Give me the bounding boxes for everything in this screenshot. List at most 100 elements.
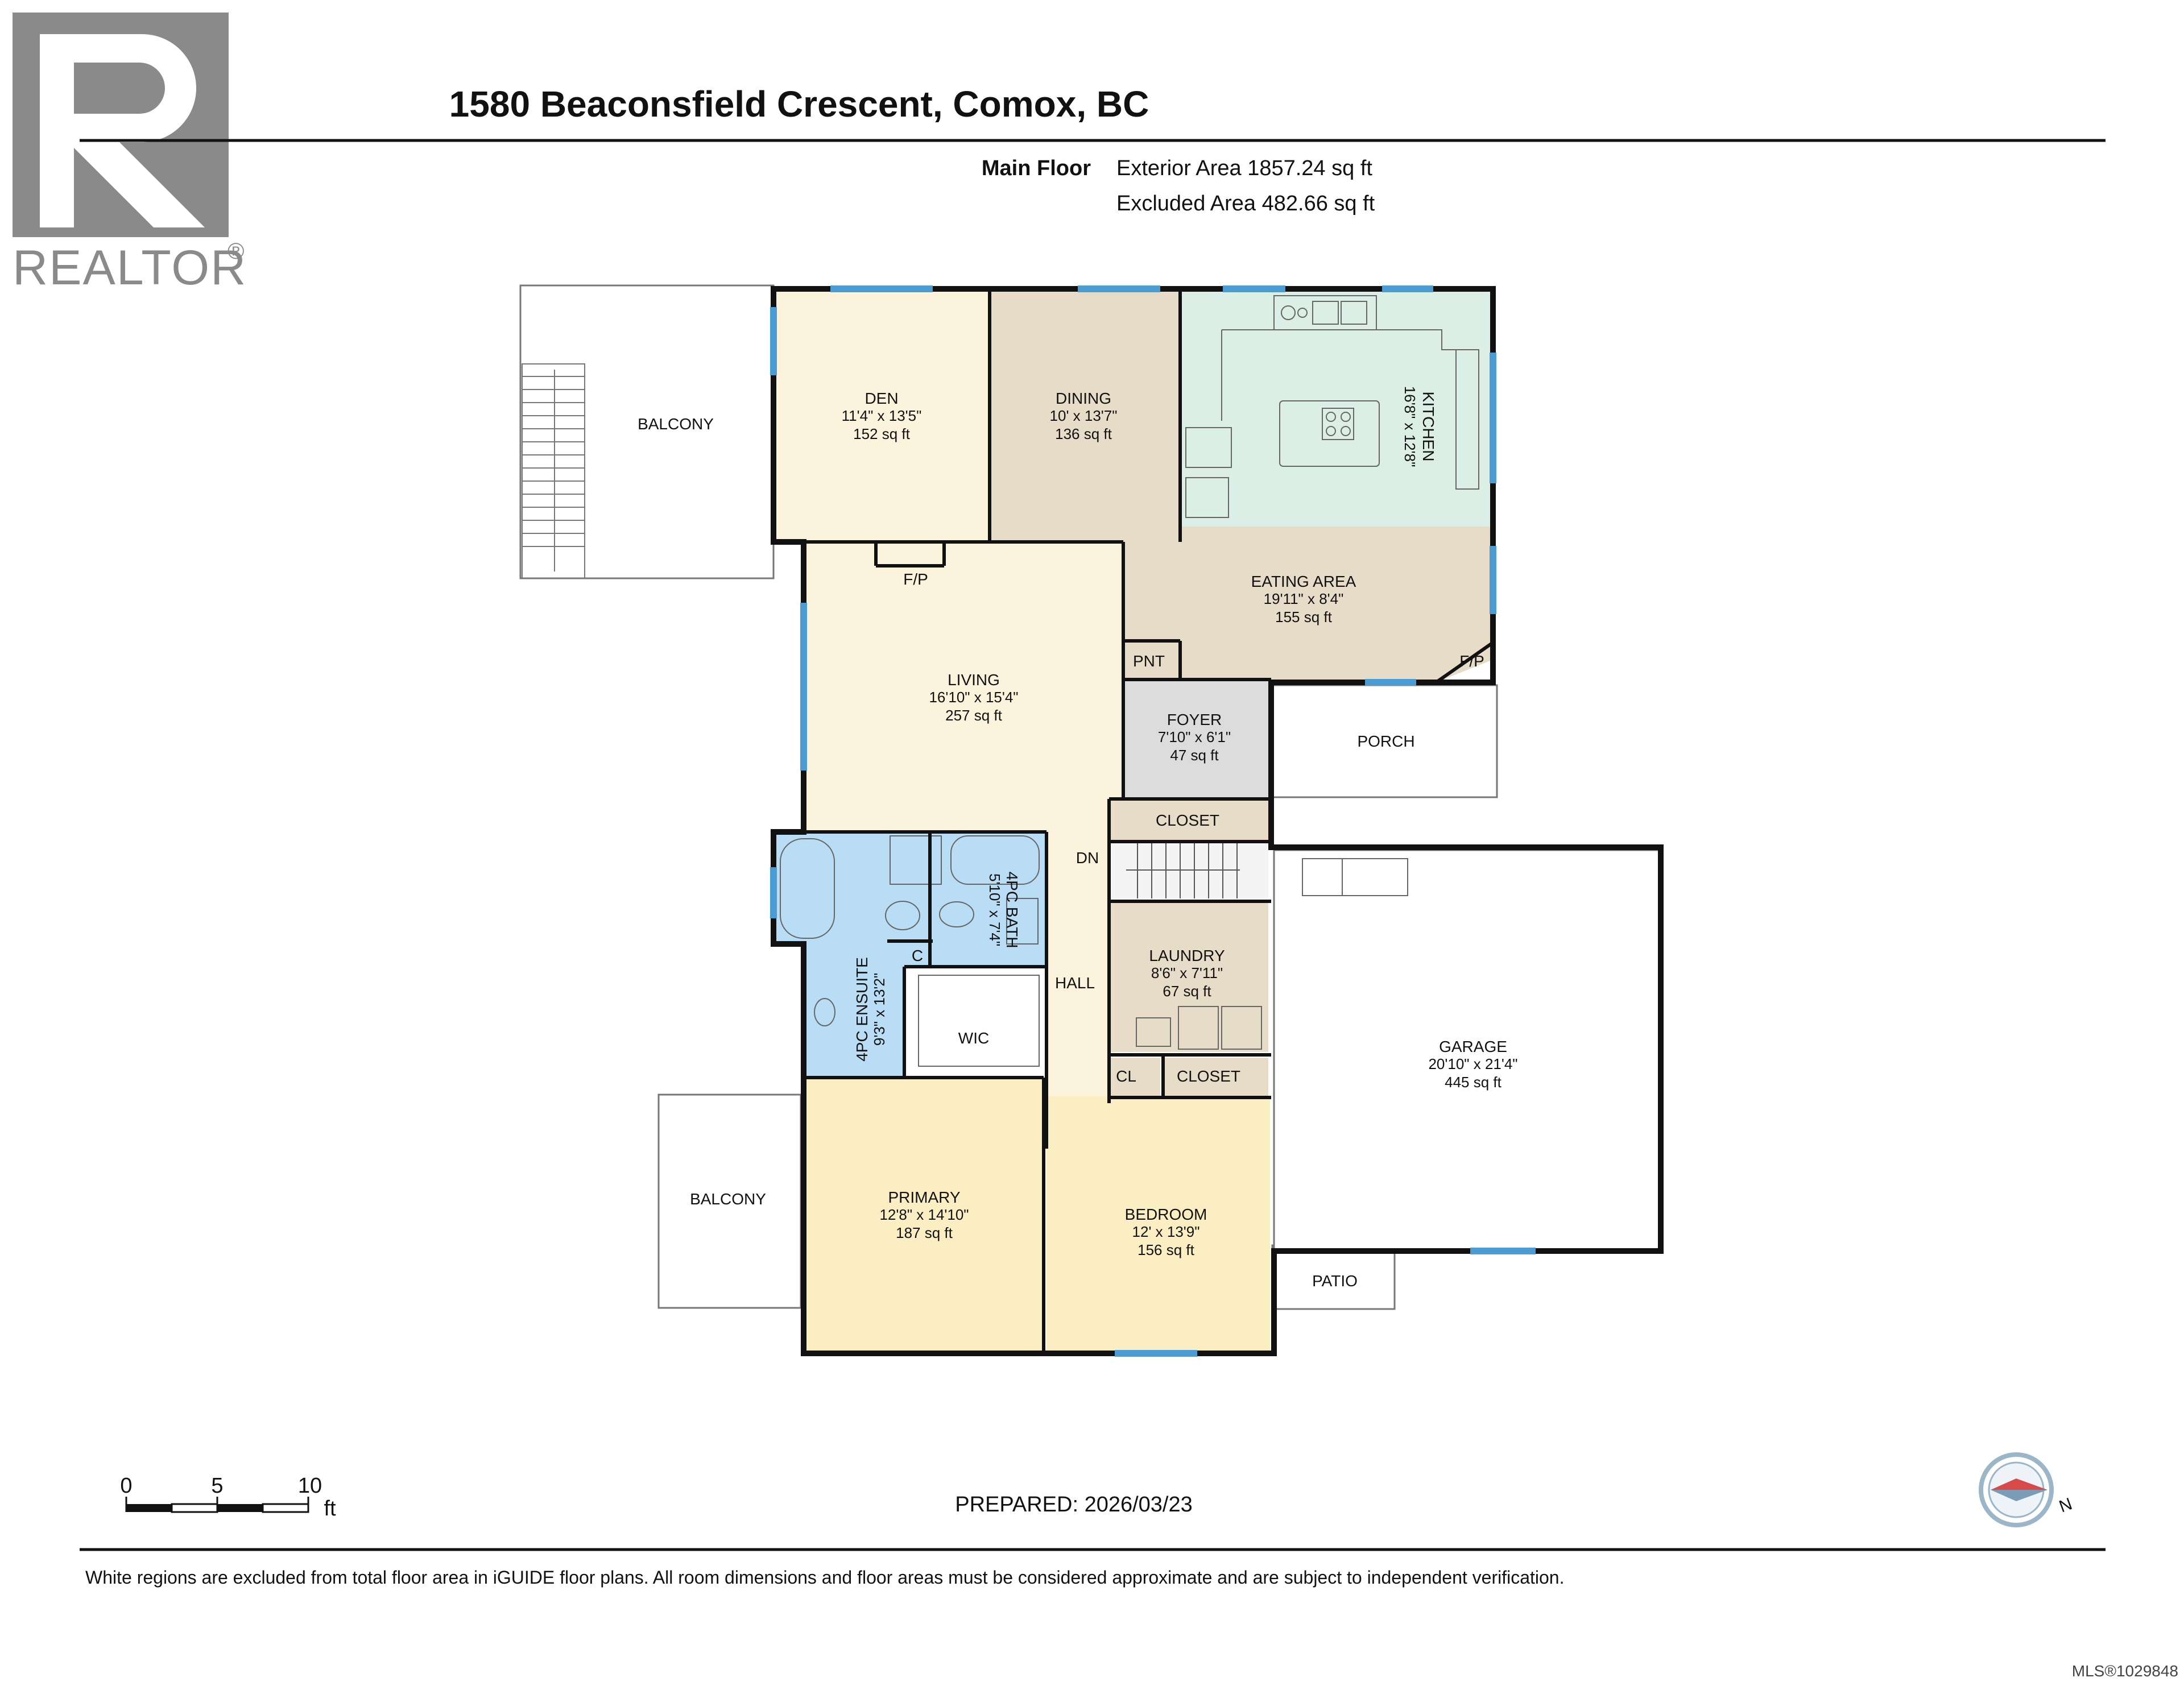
- bath-dims: 5'10" x 7'4": [986, 873, 1003, 946]
- floor-label: Main Floor: [982, 156, 1091, 180]
- bedroom-name: BEDROOM: [1125, 1206, 1207, 1223]
- bath-tub-icon: [950, 835, 1040, 885]
- bath-toilet-icon: [939, 901, 974, 927]
- primary-fill: [804, 1078, 1044, 1353]
- garage-freezer-icon: [1342, 858, 1408, 896]
- laundry-fill: [1109, 901, 1268, 1052]
- dining-fill: [990, 289, 1180, 542]
- primary-name: PRIMARY: [888, 1188, 960, 1206]
- garage-name: GARAGE: [1439, 1038, 1507, 1055]
- ensuite-shower-icon: [890, 835, 942, 885]
- windows: [770, 285, 1536, 1357]
- garage-area: [1273, 849, 1662, 1252]
- den-area: 152 sq ft: [853, 425, 911, 442]
- mls-number: MLS®1029848: [2072, 1662, 2178, 1680]
- balcony-top-label: BALCONY: [638, 415, 714, 433]
- balcony-bottom-area: [657, 1093, 802, 1309]
- ensuite-sink-icon: [814, 998, 835, 1026]
- living-name: LIVING: [948, 671, 1000, 689]
- wic-fill: [904, 968, 1046, 1078]
- wic-shelves: [918, 975, 1040, 1067]
- dining-area: 136 sq ft: [1055, 425, 1112, 442]
- cooktop-icon: [1322, 408, 1354, 440]
- ensuite-name: 4PC ENSUITE: [853, 957, 871, 1062]
- bath-name: 4PC BATH: [1003, 872, 1021, 948]
- fp-eating-label: F/P: [1459, 652, 1484, 670]
- laundry-sink-icon: [1136, 1017, 1171, 1047]
- scale-unit: ft: [324, 1497, 336, 1521]
- living-fill: [804, 542, 1123, 832]
- kitchen-counter: [1221, 329, 1479, 490]
- foyer-fill: [1123, 680, 1271, 799]
- garage-dims: 20'10" x 21'4": [1428, 1055, 1517, 1072]
- kitchen-name: KITCHEN: [1420, 392, 1437, 462]
- foyer-name: FOYER: [1167, 711, 1222, 728]
- kitchen-dims: 16'8" x 12'8": [1401, 386, 1418, 467]
- closet-foyer-fill: [1109, 799, 1268, 842]
- compass-north-label: N: [2057, 1494, 2075, 1516]
- eating-fill: [1123, 527, 1493, 682]
- closet-bedroom-label: CLOSET: [1177, 1067, 1240, 1085]
- hall-label: HALL: [1055, 974, 1095, 992]
- interior-staircase: [1126, 842, 1240, 898]
- bedroom-dims: 12' x 13'9": [1132, 1223, 1200, 1240]
- fridge-icon: [1185, 427, 1232, 468]
- den-fill: [774, 289, 990, 542]
- closet-foyer-label: CLOSET: [1156, 811, 1219, 829]
- pantry-label: PNT: [1133, 652, 1165, 670]
- room-labels: DEN 11'4" x 13'5" 152 sq ft DINING 10' x…: [638, 386, 1517, 1290]
- scale-bar: 0 5 10 ft: [120, 1474, 336, 1521]
- fixtures: [780, 295, 1479, 1067]
- range-icon: [1185, 477, 1229, 518]
- primary-area: 187 sq ft: [896, 1224, 953, 1241]
- dn-label: DN: [1076, 849, 1099, 867]
- excluded-regions: [519, 284, 1662, 1310]
- eating-dims: 19'11" x 8'4": [1264, 590, 1344, 607]
- exterior-walls: [771, 286, 1664, 1356]
- closet-bed-fill: [1163, 1058, 1268, 1096]
- bath-fill: [930, 832, 1046, 968]
- fp-living-label: F/P: [903, 570, 928, 588]
- balcony-top-area: [519, 284, 775, 579]
- washer-icon: [1178, 1006, 1219, 1050]
- balcony-stairs: [522, 363, 585, 579]
- realtor-wordmark: REALTOR: [13, 241, 247, 295]
- ensuite-dims: 9'3" x 13'2": [871, 973, 888, 1046]
- registered-mark: ®: [228, 239, 244, 264]
- bedroom-fill: [1046, 1096, 1270, 1353]
- dining-dims: 10' x 13'7": [1050, 407, 1118, 424]
- living-area: 257 sq ft: [945, 707, 1003, 724]
- kitchen-island: [1279, 400, 1380, 467]
- living-dims: 16'10" x 15'4": [929, 689, 1018, 706]
- page-title: 1580 Beaconsfield Crescent, Comox, BC: [449, 84, 1149, 125]
- disclaimer: White regions are excluded from total fl…: [85, 1567, 1564, 1588]
- dining-name: DINING: [1056, 390, 1111, 407]
- ensuite-fill: [774, 832, 930, 1078]
- c-label: C: [912, 947, 923, 964]
- excluded-area: Excluded Area 482.66 sq ft: [1116, 192, 1375, 216]
- den-dims: 11'4" x 13'5": [842, 407, 922, 424]
- den-name: DEN: [864, 390, 898, 407]
- eating-area: 155 sq ft: [1275, 608, 1333, 626]
- scale-tick-10: 10: [298, 1474, 322, 1498]
- cl-label: CL: [1116, 1067, 1136, 1085]
- cl-fill: [1109, 1058, 1160, 1096]
- garage-area: 445 sq ft: [1445, 1074, 1502, 1091]
- interior-walls: [774, 289, 1494, 1353]
- patio-label: PATIO: [1312, 1272, 1358, 1290]
- exterior-area: Exterior Area 1857.24 sq ft: [1116, 156, 1372, 180]
- laundry-dims: 8'6" x 7'11": [1151, 964, 1223, 981]
- bath-sink-icon: [1006, 898, 1039, 945]
- kitchen-sink-icon: [1273, 295, 1377, 330]
- laundry-area: 67 sq ft: [1163, 983, 1211, 1000]
- prepared-date: PREPARED: 2026/03/23: [955, 1493, 1193, 1517]
- ensuite-toilet-icon: [885, 901, 920, 930]
- porch-label: PORCH: [1357, 732, 1414, 750]
- laundry-name: LAUNDRY: [1149, 947, 1225, 964]
- primary-dims: 12'8" x 14'10": [879, 1206, 969, 1223]
- eating-name: EATING AREA: [1251, 573, 1356, 590]
- scale-tick-5: 5: [211, 1474, 223, 1498]
- porch-area: [1271, 684, 1498, 798]
